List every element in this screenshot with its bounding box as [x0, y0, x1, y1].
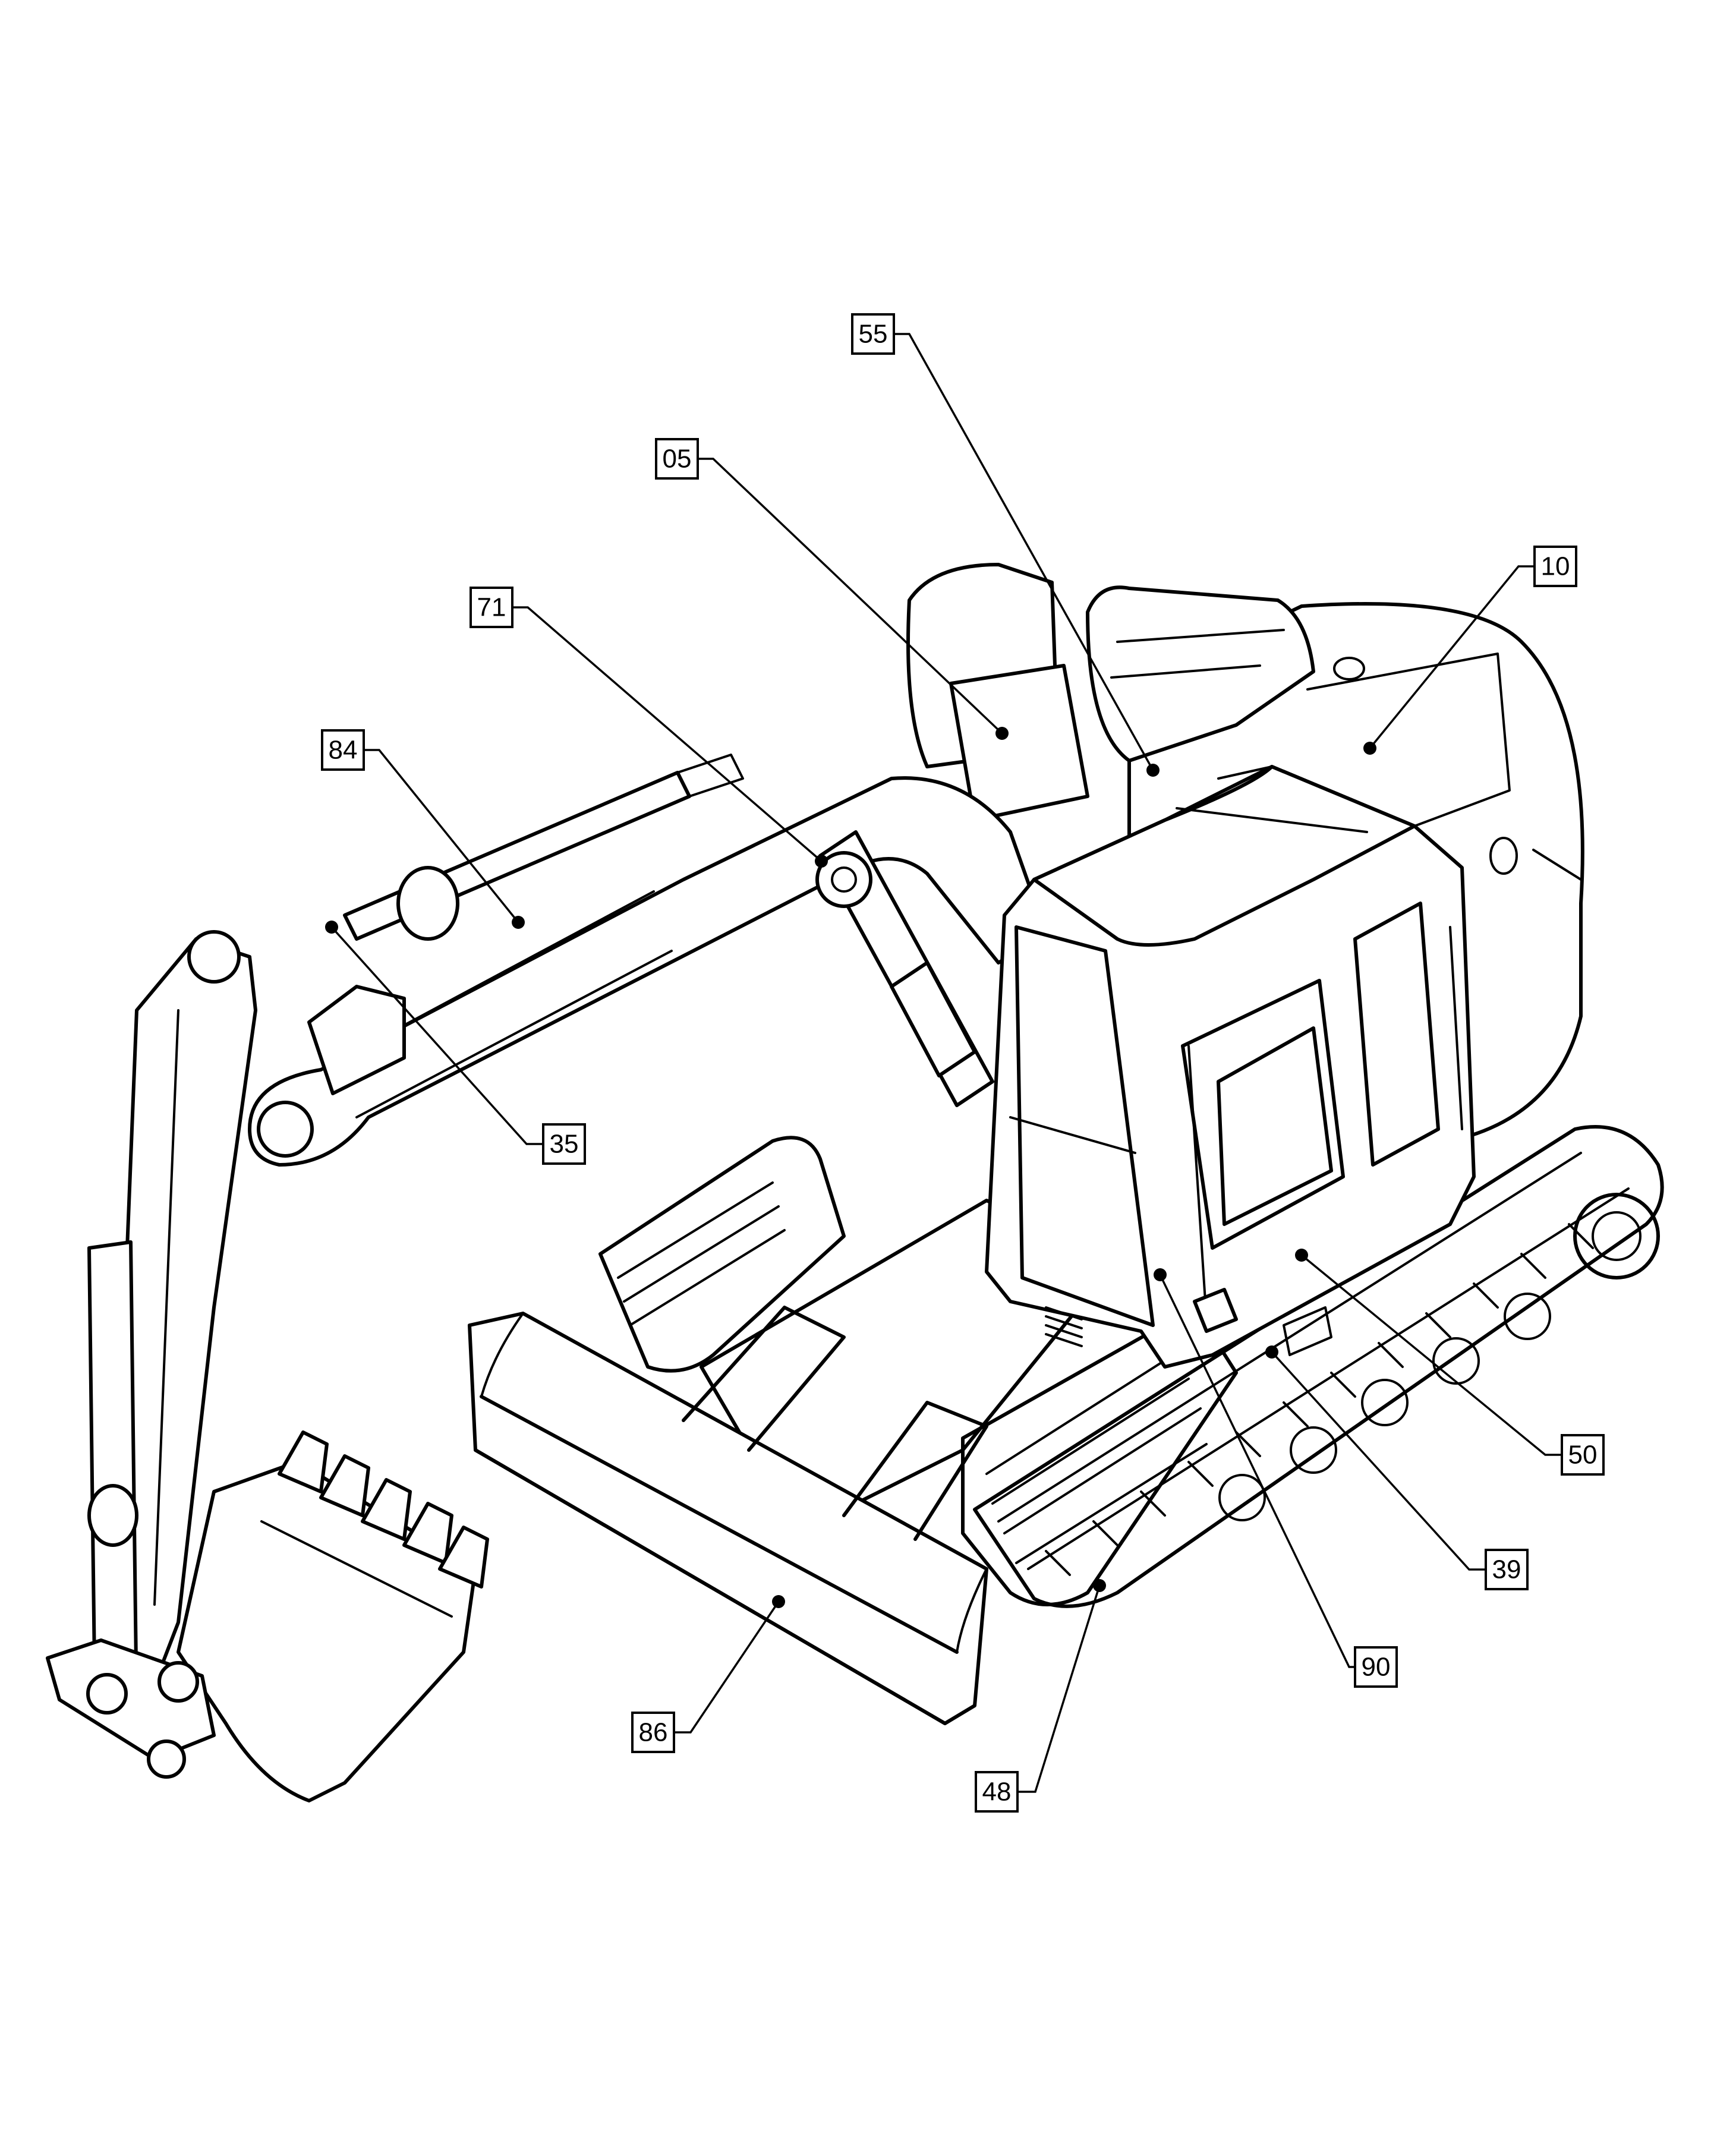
callout-05: 05	[655, 438, 1009, 740]
callout-label-71: 71	[477, 593, 506, 622]
callout-39: 39	[1265, 1345, 1529, 1590]
callout-label-86: 86	[639, 1718, 668, 1747]
dipper-arm	[81, 930, 257, 1713]
front-track	[598, 1136, 1238, 1606]
callout-label-05: 05	[663, 445, 692, 474]
rear-track	[973, 1125, 1664, 1608]
callout-label-39: 39	[1492, 1555, 1521, 1584]
callouts: 05 10 35 39 48	[321, 313, 1605, 1813]
excavator-illustration	[46, 563, 1664, 1802]
bucket	[46, 1430, 489, 1802]
operator-cab	[985, 765, 1476, 1369]
callout-label-90: 90	[1362, 1653, 1391, 1682]
callout-35: 35	[325, 921, 586, 1165]
callout-label-50: 50	[1568, 1441, 1598, 1470]
callout-label-35: 35	[550, 1130, 579, 1159]
dozer-blade	[468, 1306, 988, 1725]
arm-cylinder	[343, 754, 744, 941]
operator-seat	[906, 563, 1315, 822]
callout-84: 84	[321, 729, 525, 929]
boom	[248, 776, 1048, 1167]
callout-86: 86	[631, 1595, 785, 1753]
callout-label-55: 55	[859, 320, 888, 349]
boom-cylinder	[815, 830, 994, 1107]
callout-48: 48	[975, 1579, 1106, 1813]
callout-50: 50	[1295, 1249, 1605, 1476]
callout-90: 90	[1154, 1268, 1398, 1688]
callout-55: 55	[851, 313, 1160, 777]
callout-label-10: 10	[1541, 552, 1570, 581]
callout-label-84: 84	[329, 736, 358, 765]
callout-label-48: 48	[982, 1778, 1012, 1807]
callout-71: 71	[470, 587, 828, 868]
callout-10: 10	[1363, 546, 1577, 755]
